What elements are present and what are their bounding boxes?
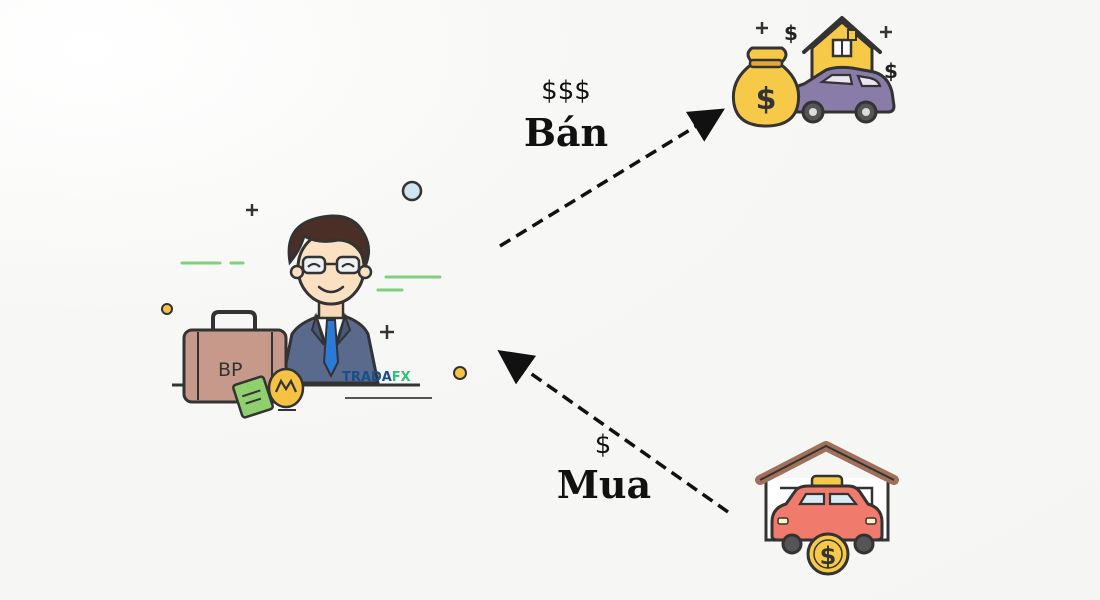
svg-text:$: $ — [784, 21, 798, 45]
svg-text:$: $ — [820, 542, 837, 570]
tie — [322, 319, 340, 379]
brand-logo: TRADAFX — [342, 370, 411, 385]
buy-price-label: $ — [594, 430, 612, 460]
svg-text:$: $ — [884, 59, 898, 83]
money-bag-icon: $ — [731, 46, 801, 128]
logo-text-accent: FX — [392, 370, 411, 385]
buy-label: Mua — [556, 462, 652, 507]
sparkle-plus — [756, 22, 892, 38]
sell-arrow — [499, 108, 725, 248]
speed-lines — [180, 261, 442, 292]
buy-arrow — [497, 349, 730, 514]
house-icon — [802, 16, 882, 84]
dollar-coin-icon: $ — [806, 532, 850, 576]
car-icon — [770, 474, 884, 555]
bubble-decoration — [401, 180, 423, 202]
sell-price-label: $$$ — [541, 76, 591, 106]
dollar-signs: $ $ — [784, 21, 898, 83]
logo-text-dark: TRADA — [342, 370, 392, 385]
car-icon — [784, 65, 896, 124]
lapels — [310, 312, 352, 346]
dot-decoration — [161, 303, 173, 315]
briefcase-text: BP — [218, 359, 243, 381]
dollar-coin-icon: $ — [756, 82, 777, 117]
dot-decoration — [453, 366, 467, 380]
assets-illustration: $ $ — [731, 16, 898, 128]
coin-icon — [267, 367, 305, 411]
sell-label: Bán — [523, 110, 609, 155]
garage-illustration: $ — [755, 441, 899, 576]
smile — [317, 285, 345, 294]
banknote-icon — [232, 375, 274, 419]
decorative-sparkles — [246, 204, 394, 339]
businessman-illustration: BP TRADAFX — [161, 180, 467, 419]
hair — [287, 214, 371, 269]
